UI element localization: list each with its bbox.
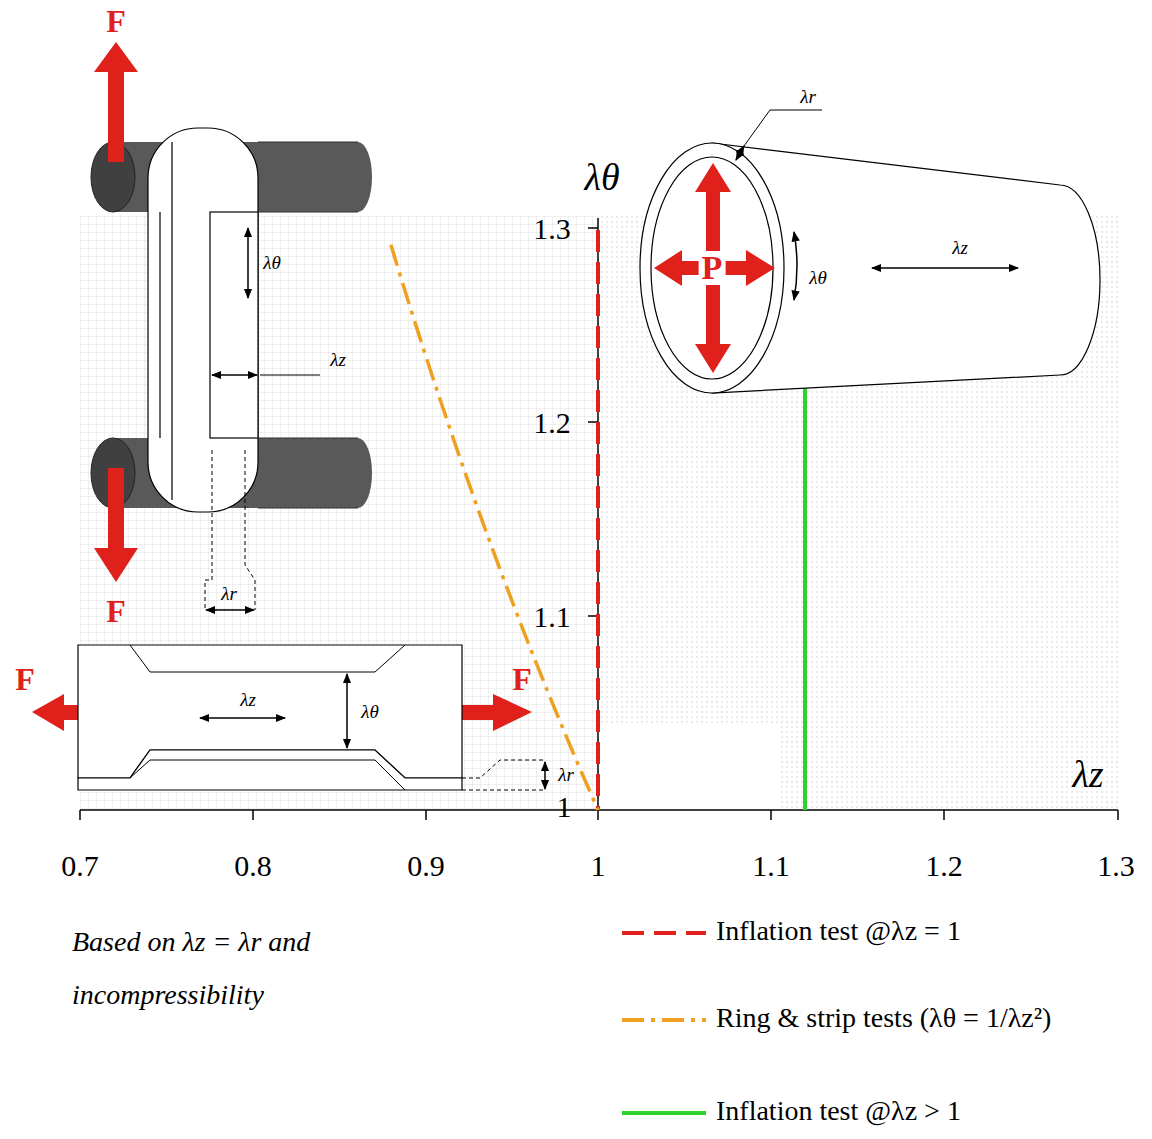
stretch-label: λz <box>952 238 968 259</box>
legend-sample <box>622 1018 706 1022</box>
tick-label: 0.8 <box>234 849 272 882</box>
axis-title: λθ <box>584 157 619 199</box>
stretch-label: λz <box>330 350 346 371</box>
pressure-label: P <box>699 251 726 285</box>
tick-label: 1 <box>591 849 606 882</box>
pressure-arrows <box>654 163 775 373</box>
tick-label: 1.3 <box>1097 849 1135 882</box>
force-label: F <box>106 594 126 629</box>
legend-sample <box>622 931 706 935</box>
tick-label: 1.2 <box>925 849 963 882</box>
stretch-label: λz <box>240 690 256 711</box>
legend-text: Ring & strip tests (λθ = 1/λz²) <box>716 1002 1051 1034</box>
stretch-label: λr <box>221 584 237 605</box>
stretch-label: λθ <box>263 253 281 274</box>
tick-label: 1.3 <box>533 212 571 245</box>
legend-text: Inflation test @λz = 1 <box>716 915 961 947</box>
stretch-label: λr <box>800 87 816 108</box>
tick-label: 1.1 <box>752 849 790 882</box>
force-label: F <box>15 662 35 697</box>
strip-test-figure <box>78 645 545 790</box>
inflation-line-stretched <box>803 385 807 810</box>
force-label: F <box>106 4 126 39</box>
tick-label: 0.7 <box>61 849 99 882</box>
legend-sample <box>622 1111 706 1115</box>
tick-label: 1.1 <box>533 600 571 633</box>
legend-text: Inflation test @λz > 1 <box>716 1095 961 1127</box>
force-arrows <box>32 42 532 731</box>
tube-figure <box>640 110 1100 393</box>
tick-label: 1.2 <box>533 406 571 439</box>
stretch-label: λθ <box>809 268 827 289</box>
tick-label: 0.9 <box>407 849 445 882</box>
note: Based on λz = λr and incompressibility <box>72 915 417 1021</box>
y-axis <box>597 218 599 810</box>
ring-test-figure <box>91 128 372 610</box>
stretch-label: λθ <box>361 702 379 723</box>
force-label: F <box>512 662 532 697</box>
tick-label: 1 <box>557 790 572 823</box>
stretch-label: λr <box>558 765 574 786</box>
dot-region <box>780 725 1118 810</box>
inflation-line <box>596 230 600 810</box>
axis-title: λz <box>1072 754 1103 796</box>
